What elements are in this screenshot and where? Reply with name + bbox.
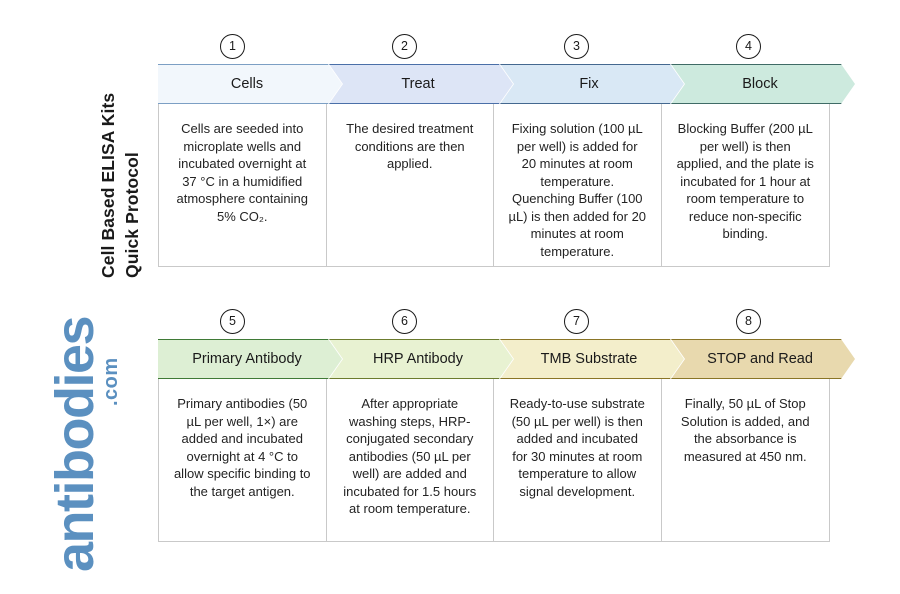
step-chevron[interactable]: Block bbox=[671, 64, 855, 104]
page-title: Cell Based ELISA Kits Quick Protocol bbox=[56, 20, 142, 280]
step-description-cell: Primary antibodies (50 µL per well, 1×) … bbox=[159, 379, 327, 541]
step-number-badge: 2 bbox=[392, 34, 417, 59]
step-description-text: Fixing solution (100 µL per well) is add… bbox=[508, 121, 647, 259]
step-number-badge: 7 bbox=[564, 309, 589, 334]
step-number-strip: 1 2 3 4 bbox=[158, 30, 832, 64]
step-chevron-label: STOP and Read bbox=[707, 351, 813, 367]
step-description-text: Cells are seeded into microplate wells a… bbox=[176, 121, 309, 224]
step-number-badge: 5 bbox=[220, 309, 245, 334]
step-description-strip: Primary antibodies (50 µL per well, 1×) … bbox=[158, 379, 830, 542]
brand-logo-wordmark: antibodies bbox=[45, 316, 105, 572]
step-description-strip: Cells are seeded into microplate wells a… bbox=[158, 104, 830, 267]
step-description-text: Finally, 50 µL of Stop Solution is added… bbox=[680, 396, 810, 464]
step-number-badge: 6 bbox=[392, 309, 417, 334]
step-chevron-label: Block bbox=[742, 76, 778, 92]
step-number-badge: 8 bbox=[736, 309, 761, 334]
step-number-strip: 5 6 7 8 bbox=[158, 305, 832, 339]
step-description-cell: Cells are seeded into microplate wells a… bbox=[159, 104, 327, 266]
step-chevron-label: Treat bbox=[401, 76, 435, 92]
step-number-badge: 1 bbox=[220, 34, 245, 59]
step-chevron-strip: Primary Antibody HRP Antibody TMB Substrat… bbox=[158, 339, 840, 379]
step-description-cell: Blocking Buffer (200 µL per well) is the… bbox=[662, 104, 830, 266]
step-chevron-label: Fix bbox=[579, 76, 599, 92]
step-chevron-strip: Cells Treat Fix Block bbox=[158, 64, 840, 104]
step-description-cell: The desired treatment conditions are the… bbox=[327, 104, 494, 266]
brand-logo: antibodies .com bbox=[28, 290, 148, 580]
step-chevron[interactable]: STOP and Read bbox=[671, 339, 855, 379]
step-chevron[interactable]: Primary Antibody bbox=[158, 339, 342, 379]
step-chevron-label: Primary Antibody bbox=[192, 351, 302, 367]
step-description-text: Blocking Buffer (200 µL per well) is the… bbox=[676, 121, 814, 241]
step-chevron[interactable]: TMB Substrate bbox=[500, 339, 684, 379]
step-chevron[interactable]: Fix bbox=[500, 64, 684, 104]
step-description-text: Primary antibodies (50 µL per well, 1×) … bbox=[173, 396, 311, 499]
step-description-cell: After appropriate washing steps, HRP-con… bbox=[327, 379, 494, 541]
brand-logo-domain-suffix: .com bbox=[100, 357, 122, 406]
step-chevron-label: TMB Substrate bbox=[540, 351, 638, 367]
step-chevron[interactable]: HRP Antibody bbox=[329, 339, 513, 379]
step-chevron-label: Cells bbox=[230, 76, 264, 92]
page-title-line-1: Cell Based ELISA Kits bbox=[98, 92, 118, 278]
step-description-cell: Ready-to-use substrate (50 µL per well) … bbox=[494, 379, 662, 541]
step-description-text: Ready-to-use substrate (50 µL per well) … bbox=[509, 396, 645, 499]
step-description-text: After appropriate washing steps, HRP-con… bbox=[343, 396, 477, 516]
step-chevron[interactable]: Treat bbox=[329, 64, 513, 104]
page-title-line-2: Quick Protocol bbox=[122, 152, 142, 278]
step-description-cell: Fixing solution (100 µL per well) is add… bbox=[494, 104, 662, 266]
step-chevron-label: HRP Antibody bbox=[372, 351, 463, 367]
step-number-badge: 3 bbox=[564, 34, 589, 59]
step-number-badge: 4 bbox=[736, 34, 761, 59]
step-description-cell: Finally, 50 µL of Stop Solution is added… bbox=[662, 379, 830, 541]
step-description-text: The desired treatment conditions are the… bbox=[346, 121, 474, 171]
step-chevron[interactable]: Cells bbox=[158, 64, 342, 104]
